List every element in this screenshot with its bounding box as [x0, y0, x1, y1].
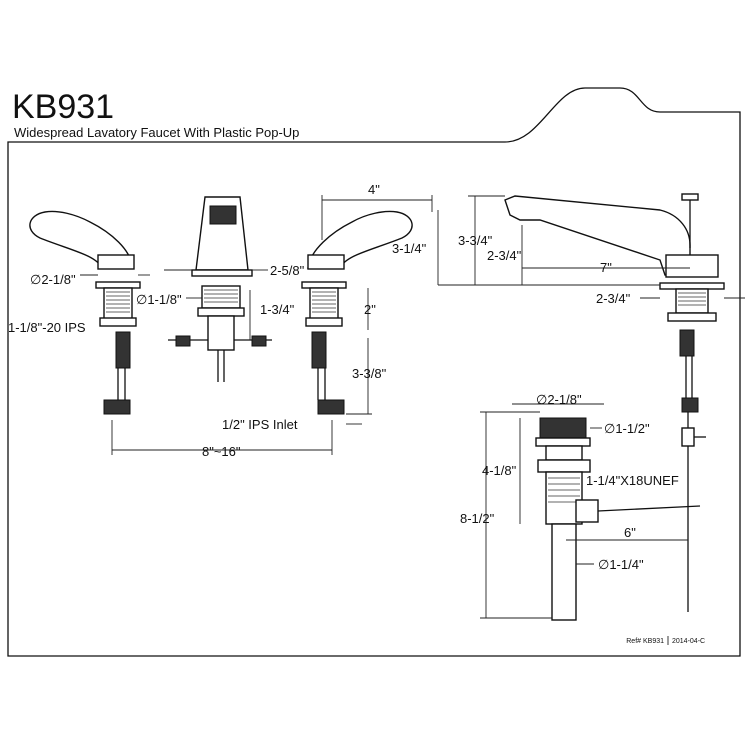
dim-ips-inlet: 1/2" IPS Inlet — [222, 417, 298, 432]
dim-drain-total-length: 8-1/2" — [460, 511, 495, 526]
dim-handle-height: 3-1/4" — [392, 241, 427, 256]
dim-inlet-dia: ∅1-1/8" — [136, 292, 182, 307]
dim-drain-upper-length: 4-1/8" — [482, 463, 517, 478]
dim-spout-reach: 7" — [600, 260, 612, 275]
left-handle-assembly — [29, 210, 141, 415]
product-subtitle: Widespread Lavatory Faucet With Plastic … — [14, 125, 299, 140]
dim-spout-clear-height: 2-3/4" — [487, 248, 522, 263]
dim-shank-thread: 1-1/8"-20 IPS — [8, 320, 86, 335]
dim-faucet-height: 3-3/4" — [458, 233, 493, 248]
dim-spout-body-width: 2-5/8" — [270, 263, 305, 278]
right-handle-assembly — [301, 210, 413, 415]
dim-lift-rod-offset: 6" — [624, 525, 636, 540]
dim-center-spread: 8"~16" — [202, 444, 241, 459]
dim-top-spread: 4" — [368, 182, 380, 197]
dim-drain-thread: 1-1/4"X18UNEF — [586, 473, 679, 488]
dim-shank-upper: 2" — [364, 302, 376, 317]
revision-code: 2014-04-C — [672, 638, 705, 645]
dim-tailpiece-dia: ∅1-1/4" — [598, 557, 644, 572]
drawing-frame — [7, 87, 741, 657]
faucet-side-view — [504, 193, 725, 612]
popup-drain-assembly — [535, 417, 701, 621]
dim-handle-dia: ∅2-1/8" — [30, 272, 76, 287]
dim-shank-lower: 3-3/8" — [352, 366, 387, 381]
dim-drain-body-dia: ∅1-1/2" — [604, 421, 650, 436]
dim-drain-flange-dia: ∅2-1/8" — [536, 392, 582, 407]
dim-rear-setback: 2-3/4" — [596, 291, 631, 306]
center-spout-assembly — [168, 196, 272, 382]
dimension-lines — [80, 195, 745, 619]
model-title: KB931 — [12, 88, 114, 126]
dim-spout-center-height: 1-3/4" — [260, 302, 295, 317]
ref-number: Ref# KB931 — [626, 638, 664, 645]
